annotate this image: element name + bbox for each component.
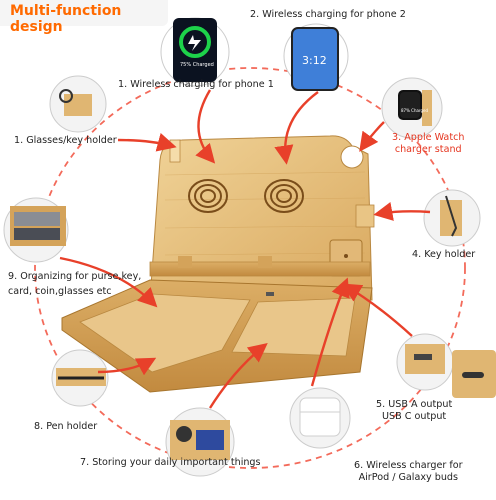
label-key: 4. Key holder [412,249,476,260]
title-banner: Multi-function design [0,0,168,35]
label-glasses: 1. Glasses/key holder [14,135,117,146]
label-storing: 7. Storing your daily important things [80,457,261,468]
banner-title: Multi-function design [10,3,122,35]
charging-pad-1 [188,179,228,213]
dashed-ring [34,67,466,469]
charging-pad-2 [264,179,304,213]
label-usb: 5. USB A output USB C output [376,399,452,423]
label-usb-line2: USB C output [382,411,447,422]
pointer-arrows [59,89,431,409]
key-slot [355,204,375,228]
phone2-time: 3:12 [302,54,327,67]
label-usb-line1: 5. USB A output [376,399,453,410]
label-organizing-line1: 9. Organizing for purse,key, [8,271,142,282]
label-organizing: 9. Organizing for purse,key, card, coin,… [8,271,141,298]
label-watch-line1: 3. Apple Watch [392,132,465,143]
label-organizing-line2: card, coin,glasses etc [8,286,112,297]
wooden-dock-stand [61,135,375,393]
label-airpod-line1: 6. Wireless charger for [354,460,463,471]
label-airpod-line2: AirPod / Galaxy buds [358,472,459,483]
label-watch-line2: charger stand [394,144,462,155]
watch-status: 87% Charged [401,108,429,113]
label-watch: 3. Apple Watch charger stand [392,132,464,156]
label-phone1: 1. Wireless charging for phone 1 [118,79,274,90]
watch-holder-hole [340,145,364,169]
phone1-status: 75% Charged [180,62,214,68]
label-airpod: 6. Wireless charger for AirPod / Galaxy … [354,460,463,484]
label-pen: 8. Pen holder [34,421,98,432]
glasses-slot [169,139,181,163]
label-phone2: 2. Wireless charging for phone 2 [250,9,406,20]
